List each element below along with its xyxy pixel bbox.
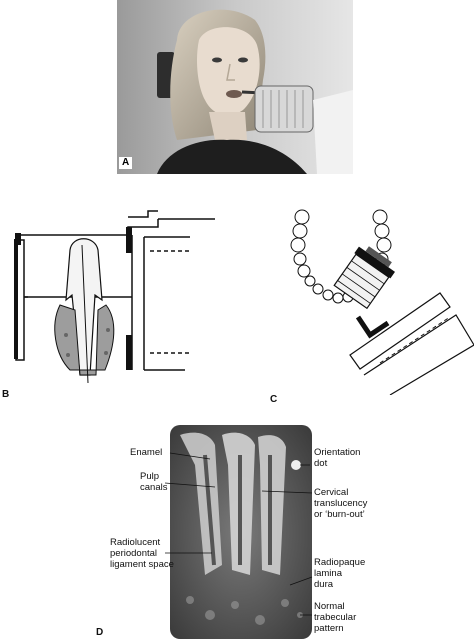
paralleling-technique-diagram (14, 210, 215, 384)
annotation-normal-line-2: trabecular (314, 612, 357, 623)
diagram-panel-c: C (270, 205, 474, 405)
annotation-pulp-canals: Pulp canals (140, 471, 167, 493)
panel-label-c: C (270, 394, 278, 405)
periapical-radiograph (164, 425, 313, 639)
annotation-radiolucent-pdl: Radiolucent periodontal ligament space (110, 537, 174, 570)
annotation-pulp-line-1: Pulp (140, 471, 160, 482)
annotation-radiopaque-line-2: lamina (314, 568, 342, 579)
annotation-radiopaque-line-3: dura (314, 579, 334, 590)
annotation-radiolucent-line-1: Radiolucent (110, 537, 161, 548)
photo-panel-a: A (117, 0, 353, 174)
radiograph-panel-d: Enamel Pulp canals Radiolucent periodont… (0, 425, 474, 641)
annotation-cervical-line-2: translucency (314, 498, 368, 509)
annotation-pulp-line-2: canals (140, 482, 168, 493)
annotation-radiopaque-line-1: Radiopaque (314, 557, 366, 568)
annotation-orientation-line-1: Orientation (314, 447, 361, 458)
annotation-normal-line-1: Normal (314, 601, 345, 612)
annotation-orientation-line-2: dot (314, 458, 328, 469)
annotation-enamel: Enamel (130, 447, 163, 458)
diagram-panel-b: B (2, 205, 230, 400)
annotation-orientation-dot: Orientation dot (314, 447, 360, 469)
panel-label-d: D (96, 627, 104, 638)
panel-label-b: B (2, 389, 10, 400)
annotation-normal-trabecular: Normal trabecular pattern (314, 601, 356, 634)
dental-arch-diagram (290, 209, 474, 395)
annotation-normal-line-3: pattern (314, 623, 344, 634)
annotation-radiolucent-line-2: periodontal (110, 548, 158, 559)
annotation-cervical-translucency: Cervical translucency or ‘burn-out’ (314, 487, 367, 520)
annotation-radiopaque-lamina-dura: Radiopaque lamina dura (314, 557, 365, 590)
annotation-cervical-line-3: or ‘burn-out’ (314, 509, 365, 520)
patient-photograph (117, 0, 353, 174)
annotation-radiolucent-line-3: ligament space (110, 559, 174, 570)
panel-label-a: A (119, 157, 133, 169)
annotation-cervical-line-1: Cervical (314, 487, 349, 498)
